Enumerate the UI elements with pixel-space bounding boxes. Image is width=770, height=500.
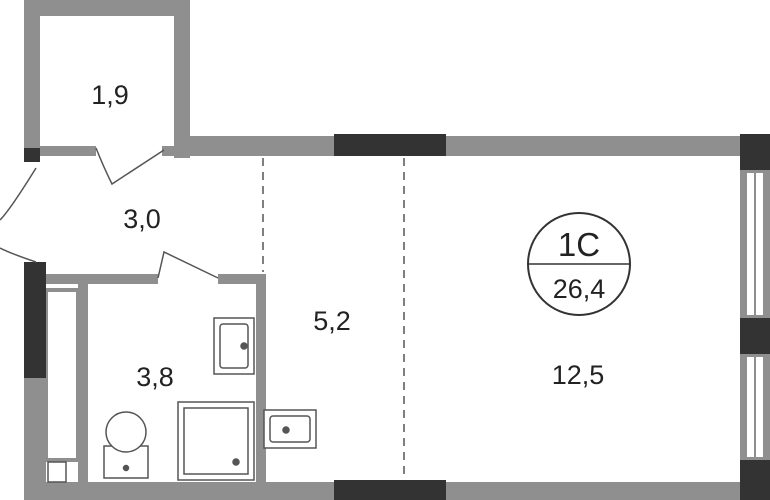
storage-wall-bottom-left	[40, 146, 96, 156]
room-area-storage: 1,9	[91, 80, 129, 110]
bathroom-wall-right	[256, 274, 266, 484]
room-area-bathroom: 3,8	[136, 362, 174, 392]
apartment-total-area: 26,4	[553, 274, 606, 304]
column-left	[24, 262, 46, 378]
bathroom-wall-top-left	[46, 274, 158, 284]
window-bottom	[334, 480, 446, 500]
bathroom-wall-inner	[78, 284, 88, 484]
bathroom-sink-bowl	[219, 323, 249, 369]
window-top	[334, 134, 446, 156]
room-area-kitchen: 5,2	[313, 306, 351, 336]
right-windows	[745, 171, 765, 459]
bathroom-sink-drain	[240, 342, 248, 350]
column-top-right	[740, 134, 770, 170]
storage-door	[95, 147, 165, 186]
shower-drain	[232, 458, 240, 466]
toilet-bowl	[105, 411, 147, 453]
room-area-living: 12,5	[552, 360, 605, 390]
washing-area	[47, 461, 67, 483]
toilet-flush	[122, 464, 130, 472]
storage-wall-left	[24, 0, 40, 158]
storage-wall-right	[174, 0, 190, 158]
column-mid-right	[740, 318, 770, 354]
fixtures	[47, 317, 317, 483]
column-bottom-right	[740, 460, 770, 500]
exterior-wall-top	[174, 136, 754, 156]
kitchen-sink-drain	[282, 426, 290, 434]
bathroom-door	[157, 250, 219, 279]
kitchen-sink-bowl	[269, 415, 311, 443]
bathroom-wall-top-right	[218, 274, 266, 284]
room-area-hall: 3,0	[123, 204, 161, 234]
doors	[0, 147, 219, 279]
zone-dividers	[262, 158, 405, 480]
apartment-badge: 1С 26,4	[527, 212, 631, 316]
apartment-type: 1С	[558, 226, 600, 263]
column-storage	[24, 148, 40, 162]
storage-wall-top	[24, 0, 190, 16]
entrance-door	[0, 167, 37, 263]
dark-segments	[24, 134, 770, 500]
bathroom-window	[44, 288, 80, 462]
